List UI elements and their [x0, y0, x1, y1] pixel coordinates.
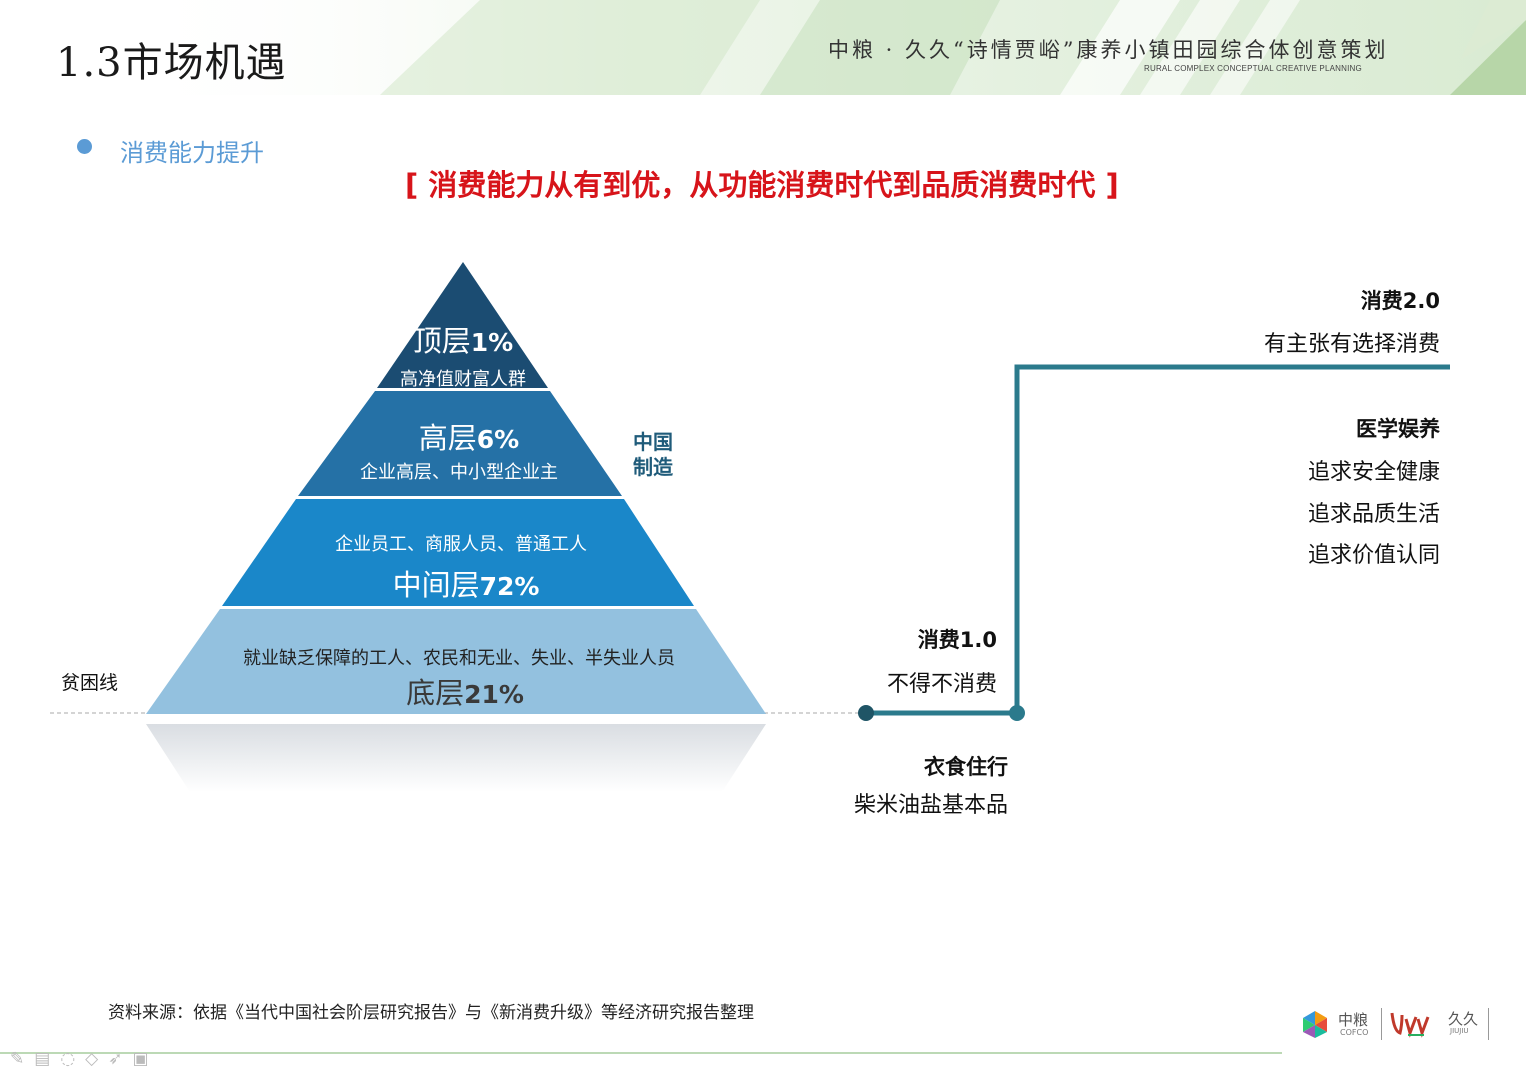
tier-high-shape: [298, 391, 622, 496]
medical-item: 追求价值认同: [1307, 543, 1440, 568]
medical-item: 追求品质生活: [1307, 502, 1440, 527]
tier-bottom-desc: 就业缺乏保障的工人、农民和无业、失业、半失业人员: [243, 648, 675, 669]
pointer-icon[interactable]: ➶: [108, 1049, 123, 1069]
tier-high-desc: 企业高层、中小型企业主: [360, 462, 558, 483]
step-start-dot: [858, 705, 874, 721]
headline: [ 消费能力从有到优，从功能消费时代到品质消费时代 ]: [405, 168, 1119, 202]
note-icon[interactable]: ▤: [34, 1049, 51, 1069]
cofco-logo: 中粮 COFCO: [1300, 1007, 1380, 1041]
pyramid-reflection: [146, 724, 766, 792]
consumption-v2-desc: 有主张有选择消费: [1263, 332, 1440, 357]
camera-icon[interactable]: ▣: [132, 1049, 149, 1069]
tier-middle-title: 中间层72%: [392, 568, 540, 602]
lasso-icon[interactable]: ◌: [60, 1049, 76, 1069]
china-manufacturing-label: 中国 制造: [633, 430, 673, 479]
consumption-v1-desc: 不得不消费: [886, 672, 997, 697]
jiujiu-logo-mark: [1390, 1012, 1430, 1038]
slide-title: 1.3市场机遇: [56, 40, 287, 86]
medical-title: 医学娱养: [1356, 417, 1440, 441]
logo-divider: [1488, 1008, 1489, 1040]
poverty-line-label: 贫困线: [61, 672, 119, 694]
tier-bottom-shape: [146, 609, 766, 714]
medical-item: 追求安全健康: [1307, 460, 1440, 485]
bullet-dot: [77, 139, 92, 154]
tier-top-shape: [377, 262, 548, 388]
step-corner-dot: [1009, 705, 1025, 721]
footer-line: [0, 1052, 1282, 1054]
pen-icon[interactable]: ✎: [10, 1049, 25, 1069]
eraser-icon[interactable]: ◇: [85, 1049, 99, 1069]
project-title: 中粮 · 久久“诗情贾峪”康养小镇田园综合体创意策划: [828, 38, 1389, 62]
tier-high-title: 高层6%: [418, 421, 520, 455]
basic-needs-title: 衣食住行: [924, 755, 1008, 779]
consumption-v2-title: 消费2.0: [1360, 289, 1440, 313]
cofco-logo-mark: [1303, 1011, 1327, 1038]
source-note: 资料来源：依据《当代中国社会阶层研究报告》与《新消费升级》等经济研究报告整理: [108, 1003, 754, 1023]
cofco-logo-subtext: COFCO: [1340, 1028, 1369, 1037]
jiujiu-logo-subtext: JIUJIU: [1450, 1027, 1469, 1035]
logo-divider: [1381, 1008, 1382, 1040]
section-bullet: 消费能力提升: [120, 139, 264, 167]
tier-top-desc: 高净值财富人群: [400, 369, 526, 390]
tier-middle-desc: 企业员工、商服人员、普通工人: [335, 534, 587, 555]
jiujiu-logo-text: 久久: [1448, 1010, 1479, 1028]
tier-top-title: 顶层1%: [412, 324, 514, 358]
consumption-v1-title: 消费1.0: [917, 628, 997, 652]
tier-middle-shape: [222, 499, 694, 606]
basic-needs-desc: 柴米油盐基本品: [853, 793, 1008, 818]
tier-bottom-title: 底层21%: [406, 676, 524, 710]
presentation-toolbar: ✎ ▤ ◌ ◇ ➶ ▣: [10, 1046, 149, 1072]
cofco-logo-text: 中粮: [1338, 1011, 1369, 1029]
header-decoration: [120, 0, 1526, 95]
project-subtitle: RURAL COMPLEX CONCEPTUAL CREATIVE PLANNI…: [1144, 64, 1362, 73]
jiujiu-logo: 久久 JIUJIU: [1388, 1005, 1488, 1041]
